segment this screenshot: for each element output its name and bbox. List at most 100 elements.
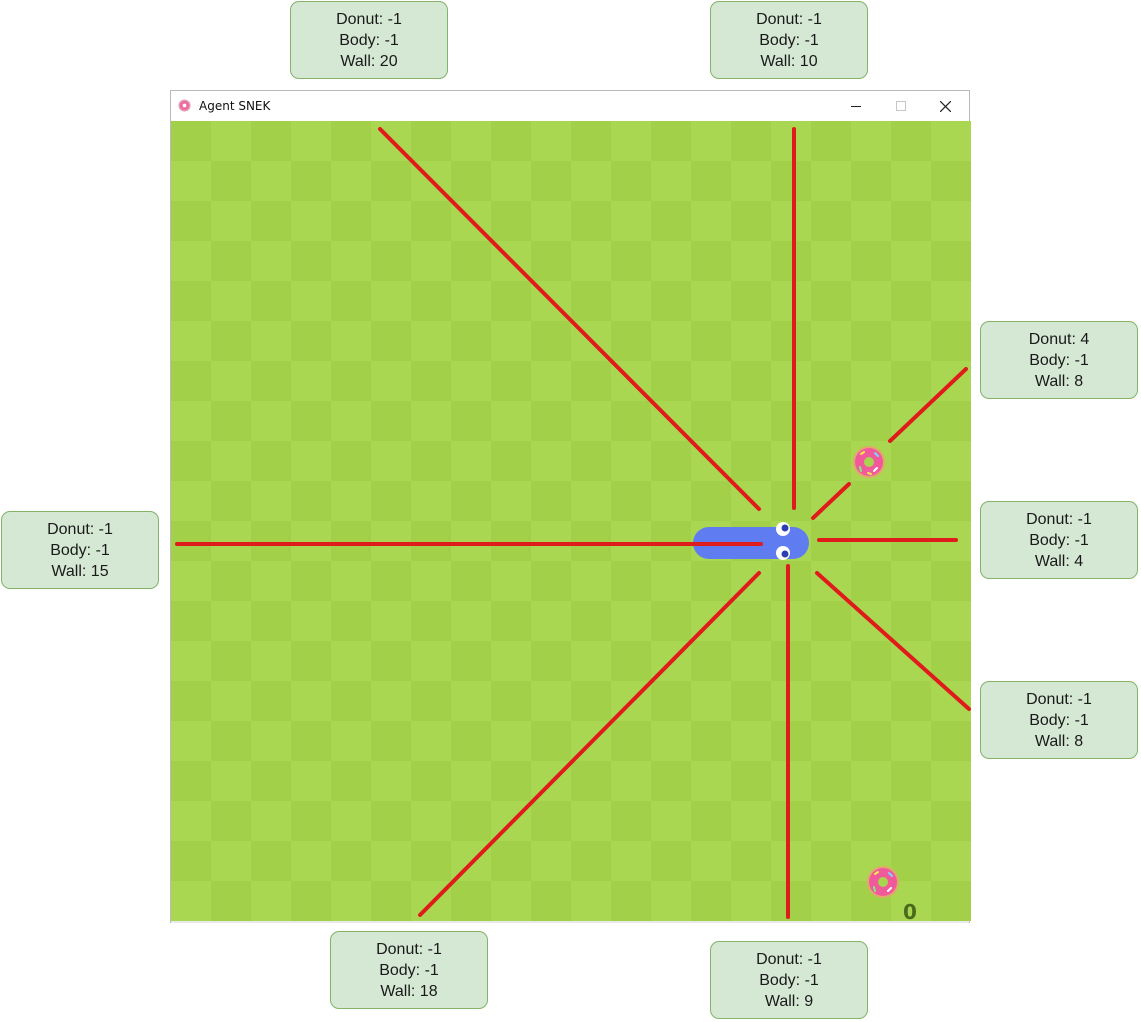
board-cell xyxy=(611,281,651,321)
board-cell xyxy=(931,321,971,361)
board-cell xyxy=(411,681,451,721)
donut-value: Donut: -1 xyxy=(47,520,113,538)
board-cell xyxy=(531,601,571,641)
board-cell xyxy=(291,561,331,601)
board-cell xyxy=(451,601,491,641)
board-cell xyxy=(691,561,731,601)
board-cell xyxy=(651,721,691,761)
board-cell xyxy=(411,841,451,881)
board-cell xyxy=(571,241,611,281)
board-cell xyxy=(811,601,851,641)
board-cell xyxy=(691,161,731,201)
board-cell xyxy=(691,321,731,361)
board-cell xyxy=(251,481,291,521)
board-cell xyxy=(291,201,331,241)
score-value: 0 xyxy=(903,900,917,924)
board-cell xyxy=(371,641,411,681)
wall-value: Wall: 4 xyxy=(1034,552,1084,570)
board-cell xyxy=(811,281,851,321)
board-cell xyxy=(411,641,451,681)
title-bar[interactable]: Agent SNEK xyxy=(171,91,969,121)
board-cell xyxy=(451,121,491,161)
board-cell xyxy=(611,841,651,881)
close-button[interactable] xyxy=(923,91,968,121)
board-cell xyxy=(171,161,211,201)
board-cell xyxy=(171,841,211,881)
sensor-box-down: Donut: -1 Body: -1 Wall: 9 xyxy=(710,941,868,1019)
board-cell xyxy=(651,841,691,881)
donut-value: Donut: -1 xyxy=(756,10,822,28)
board-cell xyxy=(731,401,771,441)
board-cell xyxy=(451,161,491,201)
board-cell xyxy=(371,241,411,281)
sensor-box-right: Donut: -1 Body: -1 Wall: 4 xyxy=(980,501,1138,579)
board-cell xyxy=(771,561,811,601)
board-cell xyxy=(251,441,291,481)
board-cell xyxy=(731,241,771,281)
board-cell xyxy=(851,241,891,281)
board-cell xyxy=(811,241,851,281)
board-cell xyxy=(291,321,331,361)
board-cell xyxy=(451,681,491,721)
board-cell xyxy=(451,281,491,321)
wall-value: Wall: 15 xyxy=(51,562,109,580)
board-cell xyxy=(851,481,891,521)
board-cell xyxy=(691,241,731,281)
board-cell xyxy=(571,681,611,721)
board-cell xyxy=(211,841,251,881)
board-cell xyxy=(731,161,771,201)
board-cell xyxy=(291,641,331,681)
board-cell xyxy=(371,441,411,481)
game-window: Agent SNEK xyxy=(170,90,971,924)
board-cell xyxy=(371,681,411,721)
board-cell xyxy=(891,161,931,201)
board-cell xyxy=(891,601,931,641)
board-cell xyxy=(931,801,971,841)
board-cell xyxy=(731,321,771,361)
board-cell xyxy=(891,121,931,161)
board-cell xyxy=(891,761,931,801)
board-cell xyxy=(331,761,371,801)
board-cell xyxy=(291,601,331,641)
donut-value: Donut: -1 xyxy=(756,950,822,968)
board-cell xyxy=(651,361,691,401)
board-cell xyxy=(251,521,291,561)
ray-down-left xyxy=(418,571,761,917)
board-cell xyxy=(771,601,811,641)
minimize-button[interactable] xyxy=(833,91,878,121)
board-cell xyxy=(531,801,571,841)
board-cell xyxy=(571,401,611,441)
sensor-box-left: Donut: -1 Body: -1 Wall: 15 xyxy=(1,511,159,589)
board-cell xyxy=(371,521,411,561)
donut-value: Donut: -1 xyxy=(1026,510,1092,528)
board-cell xyxy=(611,201,651,241)
board-cell xyxy=(451,721,491,761)
board-cell xyxy=(491,321,531,361)
board-cell xyxy=(211,321,251,361)
board-cell xyxy=(531,201,571,241)
board-cell xyxy=(211,681,251,721)
body-value: Body: -1 xyxy=(1029,351,1089,369)
board-cell xyxy=(331,401,371,441)
board-cell xyxy=(851,361,891,401)
board-cell xyxy=(491,601,531,641)
board-cell xyxy=(931,201,971,241)
wall-value: Wall: 8 xyxy=(1034,372,1084,390)
maximize-button[interactable] xyxy=(878,91,923,121)
board-cell xyxy=(451,881,491,921)
close-icon xyxy=(940,100,951,112)
board-cell xyxy=(611,521,651,561)
board-cell xyxy=(251,241,291,281)
board-cell xyxy=(451,521,491,561)
board-cell xyxy=(291,841,331,881)
board-cell xyxy=(811,201,851,241)
board-cell xyxy=(211,561,251,601)
body-value: Body: -1 xyxy=(339,31,399,49)
board-cell xyxy=(291,681,331,721)
body-value: Body: -1 xyxy=(759,31,819,49)
board-cell xyxy=(931,481,971,521)
board-cell xyxy=(771,401,811,441)
sensor-box-up-right: Donut: 4 Body: -1 Wall: 8 xyxy=(980,321,1138,399)
snake xyxy=(175,522,809,560)
board-cell xyxy=(731,881,771,921)
